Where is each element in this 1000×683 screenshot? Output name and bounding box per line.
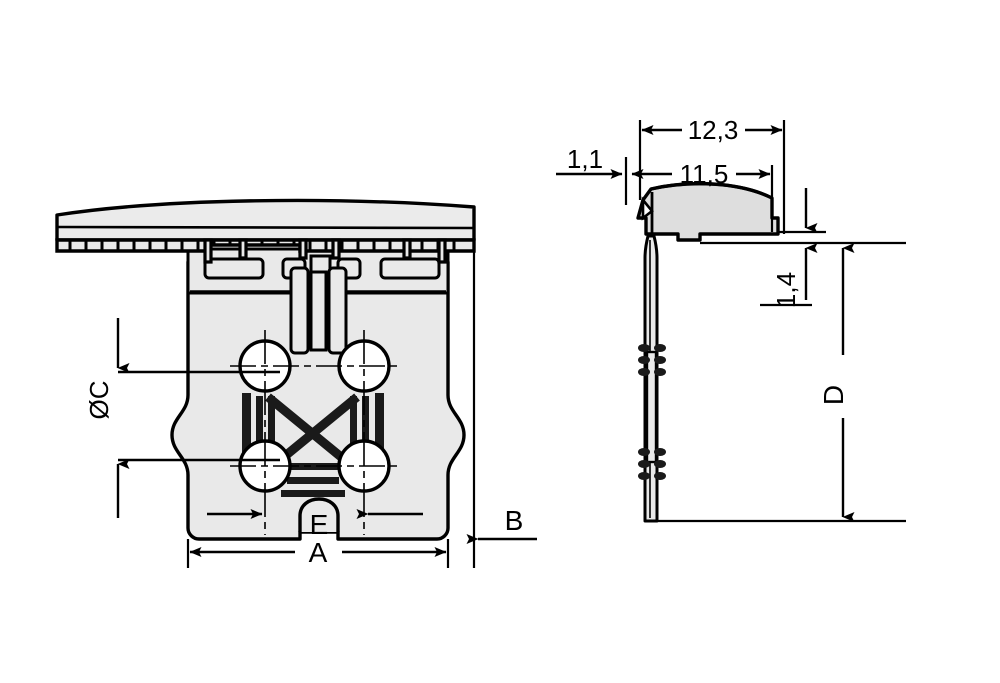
bar-left-2 (256, 396, 263, 472)
d-label: D (818, 385, 849, 405)
side-view-cap (636, 181, 780, 242)
dia-c-label: ØC (84, 381, 114, 420)
cap-top-curve (650, 182, 773, 200)
bar-bottom-1 (287, 463, 339, 470)
bar-bottom-2 (287, 477, 339, 484)
dim123-label: 12,3 (688, 115, 739, 145)
rib-center (309, 270, 328, 352)
pin-barbs-upper (638, 344, 666, 376)
front-view: ØC E A B (55, 198, 537, 568)
bar-left-1 (242, 393, 251, 475)
pin-barbs-lower (638, 448, 666, 480)
pin-inner-window (645, 350, 658, 464)
rib-right (327, 266, 348, 355)
dim115-label: 11,5 (680, 159, 729, 189)
dimension-d: D (655, 241, 906, 523)
cap-nose-wedge (641, 196, 654, 221)
mounting-holes (230, 330, 399, 535)
bar-right-3 (375, 393, 384, 475)
flange-slot-left (203, 257, 265, 280)
dim11-label: 1,1 (567, 144, 603, 174)
dim14-label: 1,4 (771, 272, 801, 308)
dimension-b: B (466, 249, 537, 568)
rib-left (289, 266, 310, 355)
b-label: B (505, 505, 524, 536)
dimension-1-4: 1,4 (760, 188, 826, 308)
dimension-12-3: 12,3 (638, 115, 786, 234)
flange-slot-right (379, 257, 441, 280)
bar-left-3 (268, 396, 275, 472)
bar-right-2 (362, 396, 369, 472)
e-label: E (310, 509, 329, 540)
cap-seam-line (57, 225, 475, 230)
dimension-dia-c: ØC (84, 318, 280, 518)
a-label: A (309, 537, 328, 568)
front-view-body (170, 247, 466, 541)
cap-body (55, 198, 476, 242)
cap-separator-tabs (203, 238, 447, 264)
side-view-pin (638, 234, 666, 523)
dimension-1-1: 1,1 (556, 144, 628, 205)
dimension-e: E (207, 509, 423, 540)
bar-bottom-3 (281, 490, 345, 497)
bar-right-1 (350, 396, 357, 472)
dimension-a: A (186, 537, 450, 568)
side-view: 12,3 1,1 11,5 1,4 D (556, 115, 906, 523)
bottom-notch-E (298, 497, 340, 532)
front-view-cap (55, 198, 476, 264)
dimension-11-5: 11,5 (631, 159, 774, 232)
